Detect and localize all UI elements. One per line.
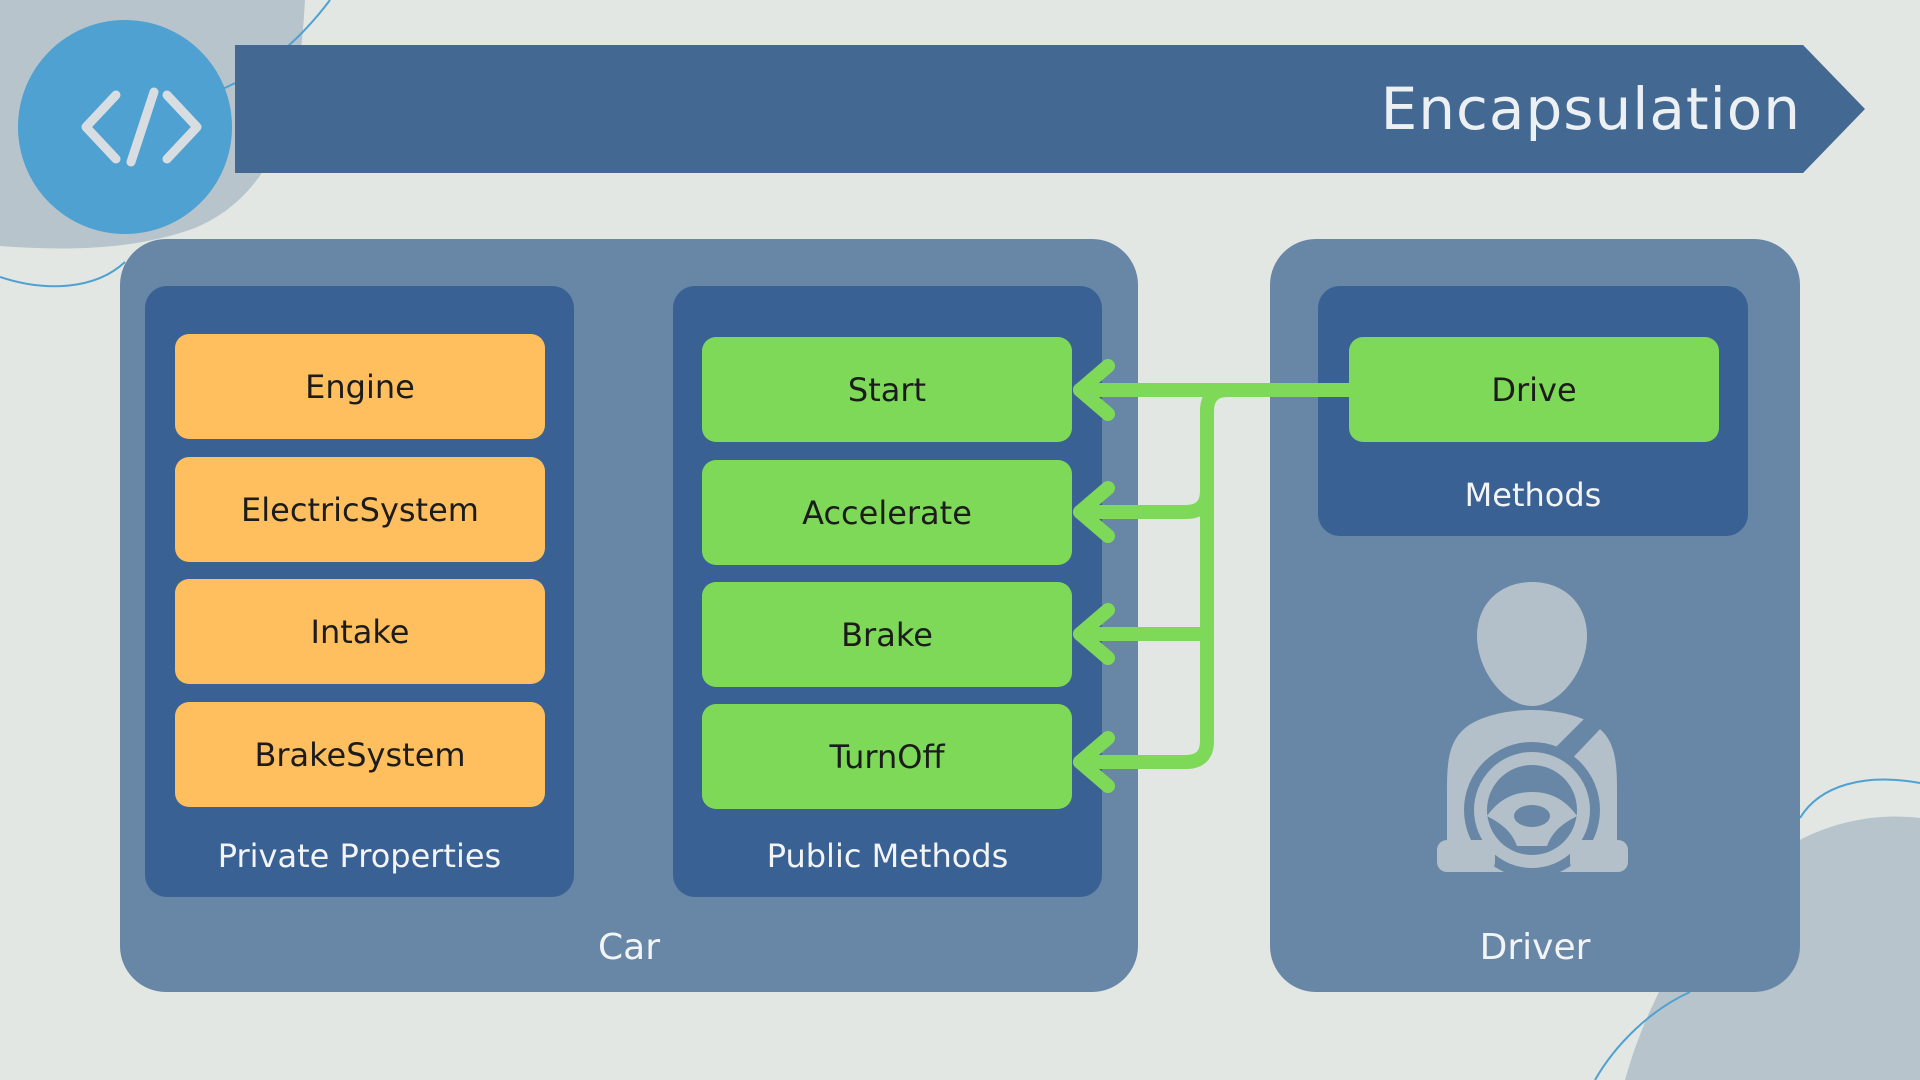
driver-label: Driver [1479,927,1591,968]
property-electric-system: ElectricSystem [175,457,545,562]
public-methods-panel: Start Accelerate Brake TurnOff Public Me… [673,286,1102,897]
property-label: Engine [305,367,415,406]
car-label: Car [598,927,660,968]
method-turnoff: TurnOff [702,704,1072,809]
page-title: Encapsulation [1380,75,1801,143]
steering-wheel-icon [1464,742,1600,878]
driver-methods-label: Methods [1464,476,1602,514]
method-label: Accelerate [802,493,972,532]
code-logo [18,20,232,234]
method-label: TurnOff [829,737,945,776]
title-banner: Encapsulation [235,45,1865,173]
private-properties-label: Private Properties [217,837,502,875]
method-drive: Drive [1349,337,1719,442]
method-label: Start [847,370,927,409]
property-brake-system: BrakeSystem [175,702,545,807]
driver-icon [1437,582,1628,878]
private-properties-panel: Engine ElectricSystem Intake BrakeSystem… [145,286,574,897]
code-icon [81,87,202,167]
method-label: Drive [1491,370,1577,409]
method-label: Brake [841,615,933,654]
property-intake: Intake [175,579,545,684]
driver-methods-panel: Drive Methods [1318,286,1748,536]
method-accelerate: Accelerate [702,460,1072,565]
property-label: ElectricSystem [241,490,479,529]
property-label: Intake [310,612,410,651]
method-start: Start [702,337,1072,442]
public-methods-label: Public Methods [766,837,1009,875]
property-label: BrakeSystem [254,735,466,774]
property-engine: Engine [175,334,545,439]
method-brake: Brake [702,582,1072,687]
